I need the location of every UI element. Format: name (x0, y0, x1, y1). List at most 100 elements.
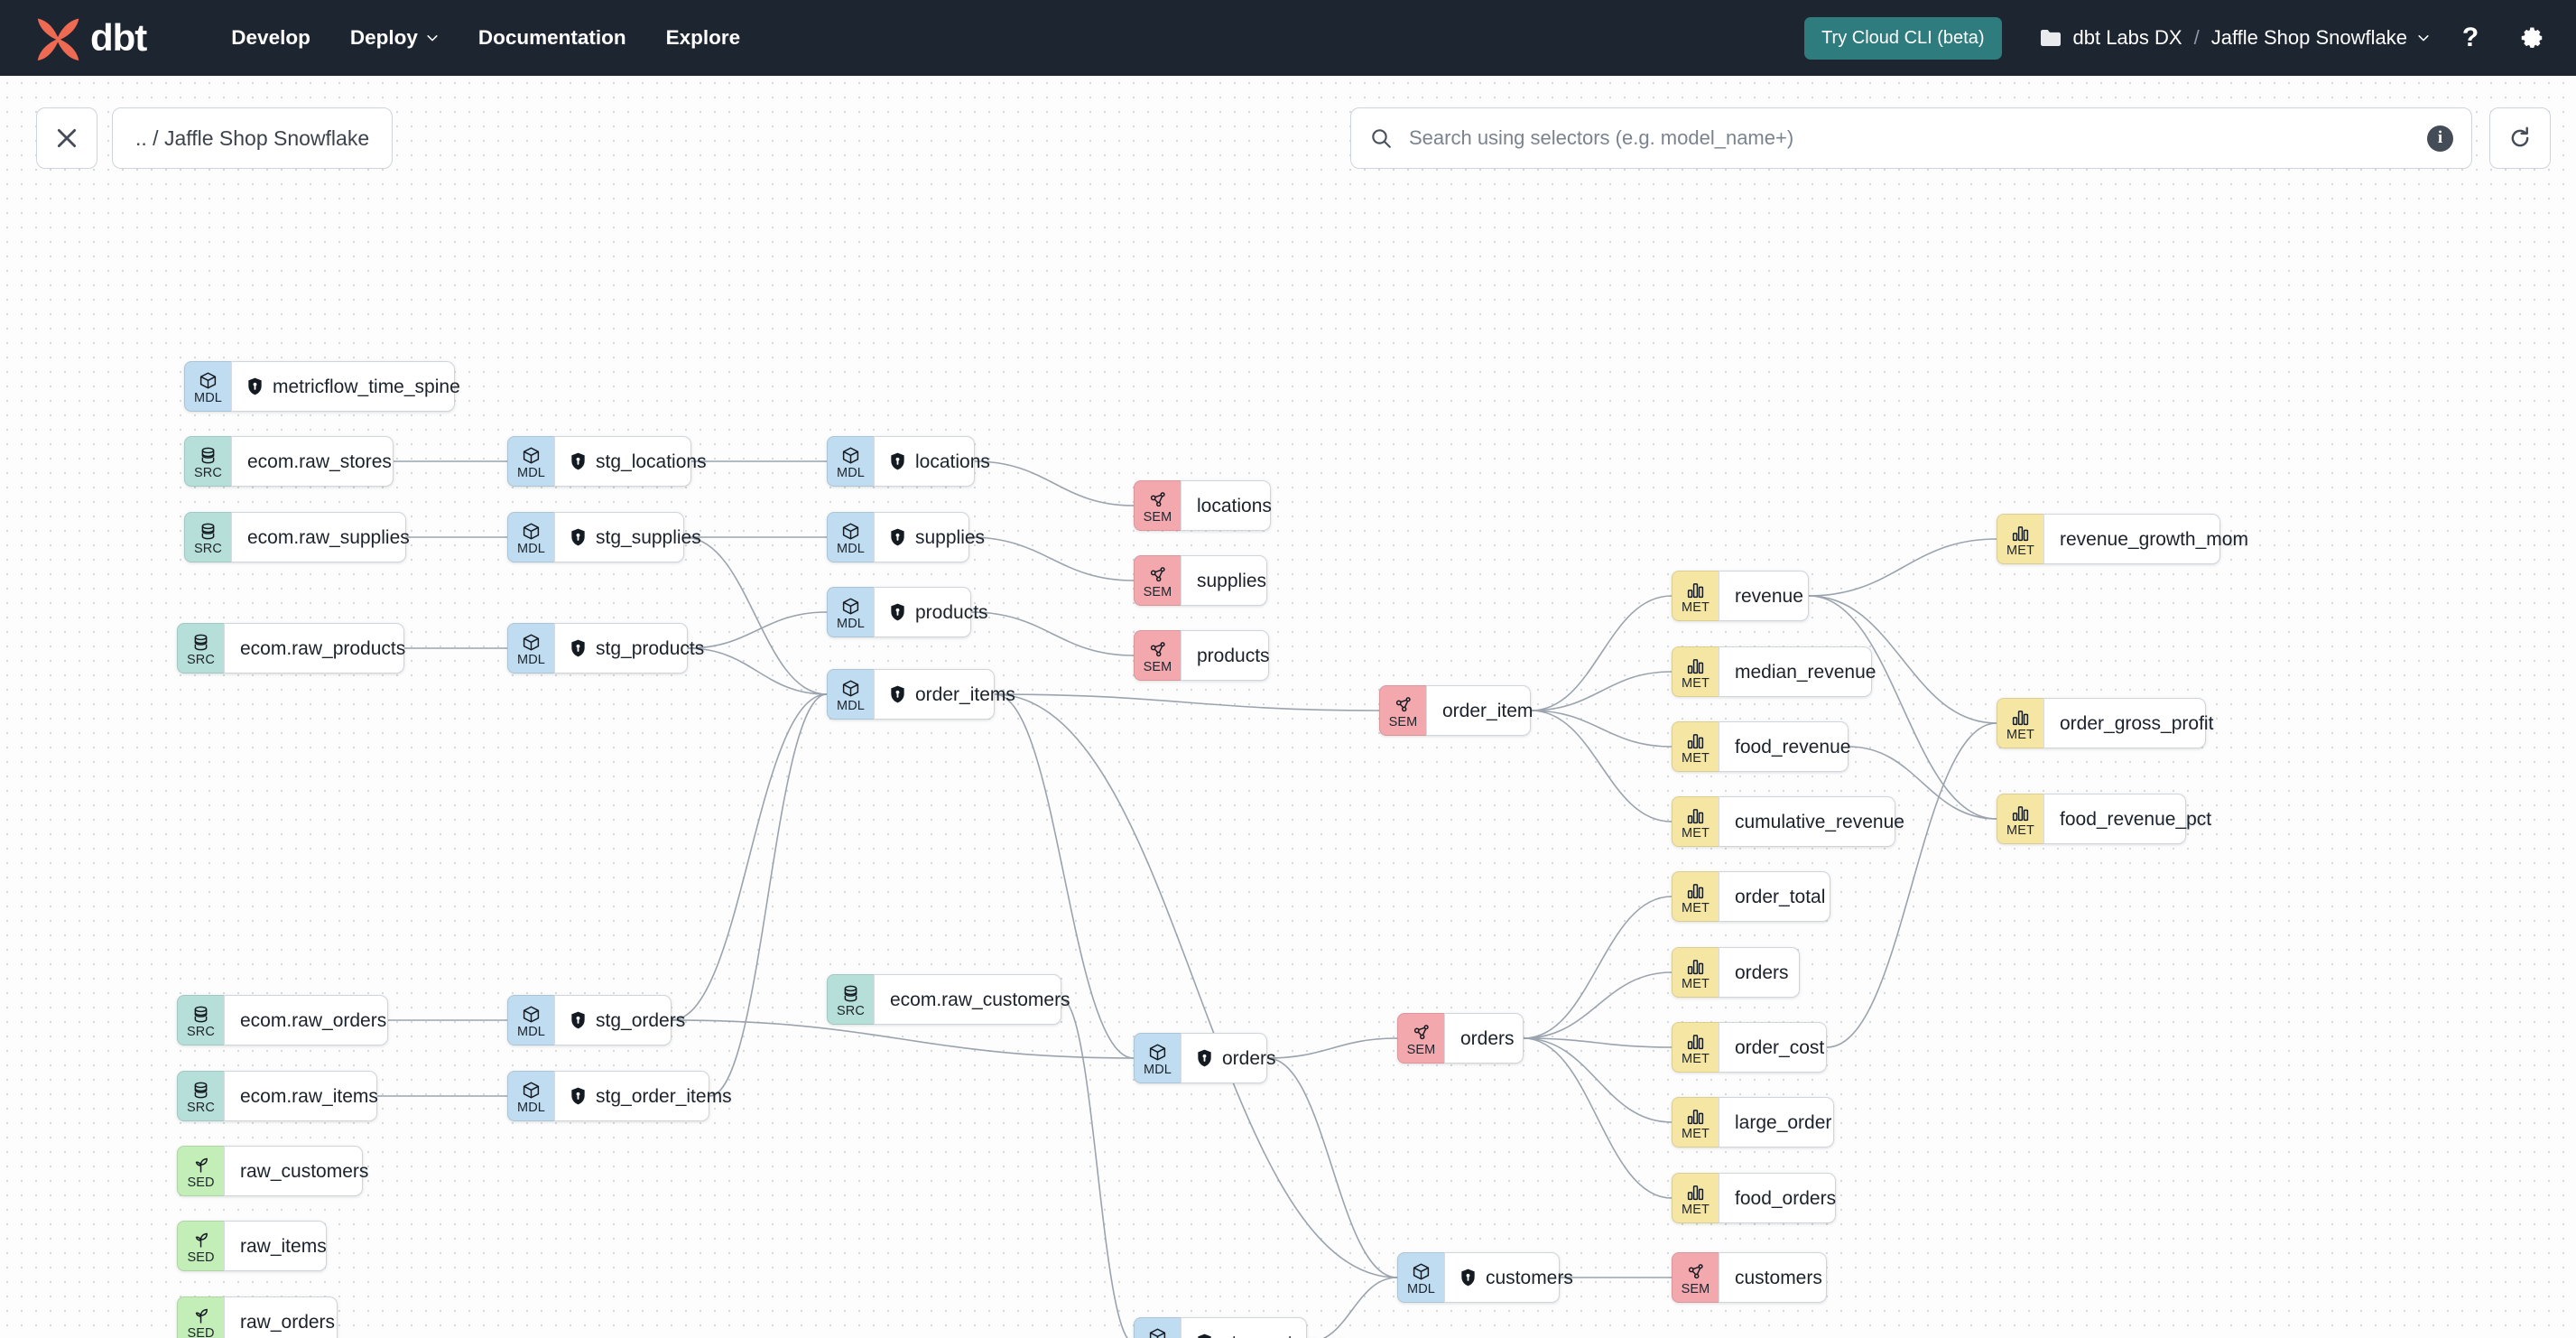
node-body[interactable]: large_order (1719, 1097, 1834, 1148)
nav-develop[interactable]: Develop (211, 17, 330, 59)
node-body[interactable]: orders (1181, 1033, 1276, 1083)
project-selector[interactable]: Jaffle Shop Snowflake (2211, 26, 2430, 50)
node-body[interactable]: median_revenue (1719, 646, 1876, 697)
node-body[interactable]: order_item (1426, 685, 1533, 736)
node-body[interactable]: ecom.raw_orders (224, 995, 388, 1045)
node-body[interactable]: food_orders (1719, 1173, 1836, 1223)
node-body[interactable]: locations (874, 436, 990, 487)
search-input[interactable] (1407, 125, 2413, 151)
nav-documentation[interactable]: Documentation (459, 17, 646, 59)
node-body[interactable]: stg_customers (1181, 1317, 1346, 1338)
node-type-tab-sem: SEM (1134, 630, 1181, 681)
node-body[interactable]: stg_orders (554, 995, 685, 1045)
search-bar[interactable]: i (1350, 107, 2472, 169)
node-body[interactable]: order_items (874, 669, 1015, 720)
node-body[interactable]: ecom.raw_items (224, 1071, 378, 1121)
cube-icon (1149, 1044, 1166, 1061)
node-body[interactable]: ecom.raw_customers (874, 974, 1070, 1025)
refresh-button[interactable] (2489, 107, 2551, 169)
node-body[interactable]: locations (1181, 480, 1272, 531)
breadcrumb[interactable]: .. / Jaffle Shop Snowflake (112, 107, 394, 169)
help-icon[interactable]: ? (2450, 17, 2491, 59)
node-body[interactable]: raw_customers (224, 1146, 368, 1196)
node-body[interactable]: order_cost (1719, 1022, 1827, 1073)
nav-deploy[interactable]: Deploy (330, 17, 459, 59)
node-body[interactable]: revenue_growth_mom (2043, 514, 2248, 564)
node-body[interactable]: metricflow_time_spine (231, 361, 460, 412)
node-body[interactable]: orders (1719, 947, 1800, 998)
node-body[interactable]: customers (1719, 1252, 1827, 1303)
try-cloud-cli-button[interactable]: Try Cloud CLI (beta) (1804, 16, 2002, 60)
node-body[interactable]: stg_locations (554, 436, 707, 487)
node-body[interactable]: raw_items (224, 1221, 327, 1271)
search-info-icon[interactable]: i (2427, 125, 2453, 152)
node-body[interactable]: order_gross_profit (2043, 698, 2213, 748)
nav-explore[interactable]: Explore (646, 17, 761, 59)
node-body[interactable]: ecom.raw_supplies (231, 512, 410, 562)
node-body[interactable]: food_revenue (1719, 721, 1850, 772)
node-body[interactable]: order_total (1719, 871, 1830, 922)
node-body[interactable]: products (1181, 630, 1270, 681)
node-body[interactable]: customers (1444, 1252, 1573, 1303)
node-body[interactable]: stg_order_items (554, 1071, 732, 1121)
dbt-logo[interactable]: dbt (32, 15, 147, 60)
node-body[interactable]: raw_orders (224, 1296, 338, 1338)
node-body[interactable]: supplies (874, 512, 985, 562)
node-body[interactable]: orders (1444, 1013, 1524, 1064)
node-body[interactable]: stg_supplies (554, 512, 701, 562)
node-type-tab-met: MET (1672, 796, 1719, 847)
node-body[interactable]: revenue (1719, 571, 1809, 621)
node-body[interactable]: ecom.raw_stores (231, 436, 394, 487)
gear-icon[interactable] (2511, 17, 2553, 59)
close-button[interactable] (36, 107, 97, 169)
node-body[interactable]: ecom.raw_products (224, 623, 405, 674)
node-body[interactable]: supplies (1181, 555, 1267, 606)
node-body[interactable]: cumulative_revenue (1719, 796, 1904, 847)
node-body[interactable]: products (874, 587, 988, 637)
account-name[interactable]: dbt Labs DX (2072, 26, 2182, 49)
node-body[interactable]: food_revenue_pct (2043, 794, 2211, 844)
node-body[interactable]: stg_products (554, 623, 704, 674)
